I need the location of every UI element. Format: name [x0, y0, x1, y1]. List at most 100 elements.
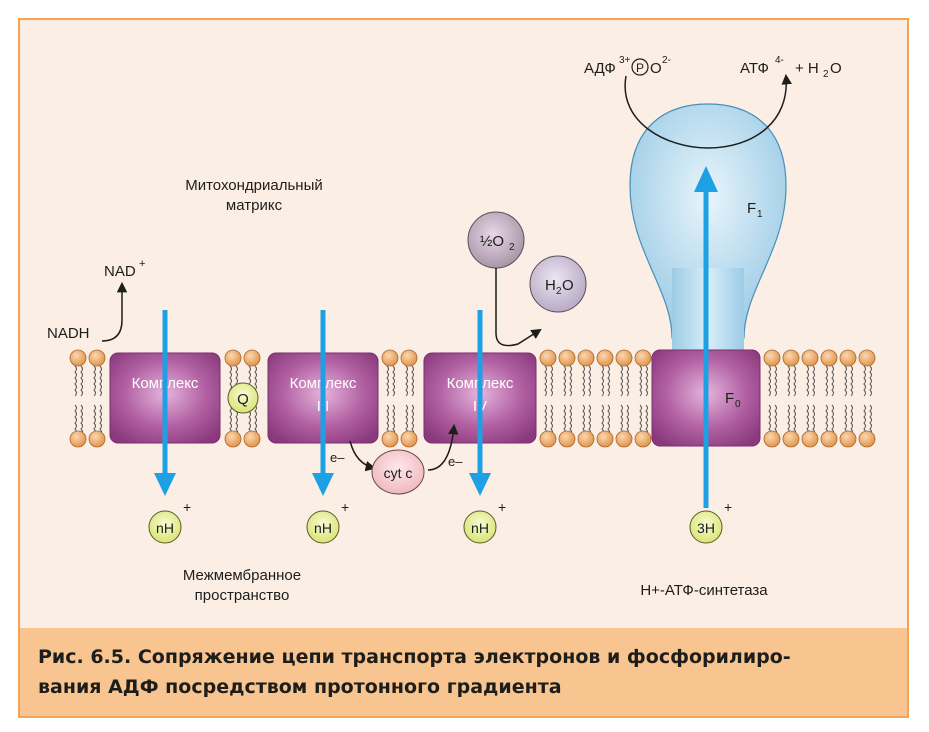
diagram: Митохондриальный матрикс Межмембранное п… — [47, 55, 876, 604]
proton-label-2: nH — [314, 520, 332, 536]
lipid-head — [69, 349, 87, 367]
proton-ball-synthase — [689, 510, 723, 544]
lipid-tail — [831, 365, 834, 436]
lipid-head — [243, 349, 261, 367]
proton-arrow-1 — [154, 310, 176, 496]
electron-path-1 — [349, 440, 377, 472]
lipid-head — [88, 430, 106, 448]
lipid-head — [858, 430, 876, 448]
lipid-head — [539, 430, 557, 448]
lipid-tail — [863, 365, 866, 436]
f1-label: F — [747, 200, 756, 217]
caption-line-1: Рис. 6.5. Сопряжение цепи транспорта эле… — [38, 646, 791, 668]
lipid-tail — [601, 365, 604, 436]
nad-charge: + — [139, 258, 145, 270]
lipid-head — [69, 430, 87, 448]
lipid-head — [224, 430, 242, 448]
lipid-tail — [569, 365, 572, 436]
figure-caption: Рис. 6.5. Сопряжение цепи транспорта эле… — [20, 628, 907, 716]
lipid-tail — [93, 365, 96, 436]
lipid-tail — [80, 365, 83, 436]
matrix-label-2: матрикс — [226, 197, 283, 214]
lipid-tail — [774, 365, 777, 436]
lipid-tail — [869, 365, 872, 436]
lipid-tail — [645, 365, 648, 436]
lipid-head — [88, 349, 106, 367]
lipid-tail — [582, 365, 585, 436]
atp-charge: 4- — [775, 55, 784, 66]
lipid-tail — [850, 365, 853, 436]
membrane-bilayer — [69, 349, 876, 448]
proton-ball-2 — [306, 510, 340, 544]
lipid-head — [381, 349, 399, 367]
lipid-head — [558, 430, 576, 448]
lipid-tail — [639, 365, 642, 436]
proton-label-3: nH — [471, 520, 489, 536]
lipid-tail — [825, 365, 828, 436]
proton-ball-3 — [463, 510, 497, 544]
lipid-head — [400, 349, 418, 367]
proton-charge-2: + — [341, 499, 349, 515]
lipid-tail — [74, 365, 77, 436]
lipid-tail — [793, 365, 796, 436]
matrix-label: Митохондриальный — [185, 177, 323, 194]
oxygen-arrow — [495, 268, 542, 347]
lipid-head — [596, 430, 614, 448]
proton-arrow-3 — [469, 310, 491, 496]
ubiquinone-q — [227, 382, 259, 414]
lipid-head — [577, 349, 595, 367]
lipid-tail — [620, 365, 623, 436]
cytc-label: cyt c — [384, 465, 413, 481]
nadh-arrow — [101, 281, 128, 342]
adp-label: АДФ — [584, 60, 616, 77]
lipid-head — [558, 349, 576, 367]
lipid-head — [801, 430, 819, 448]
lipid-tail — [386, 365, 389, 436]
half-o2-label: ½O — [480, 233, 504, 250]
intermembrane-label-2: пространство — [195, 587, 290, 604]
proton-charge-synthase: + — [724, 499, 732, 515]
lipid-tail — [806, 365, 809, 436]
lipid-head — [858, 349, 876, 367]
lipid-head — [381, 430, 399, 448]
phosphate-o: O — [650, 60, 662, 77]
lipid-head — [763, 349, 781, 367]
lipid-head — [782, 430, 800, 448]
lipid-tail — [768, 365, 771, 436]
intermembrane-label: Межмембранное — [183, 567, 301, 584]
proton-label-1: nH — [156, 520, 174, 536]
lipid-tail — [550, 365, 553, 436]
atp-label: АТФ — [740, 60, 769, 77]
half-o2-sub: 2 — [509, 242, 515, 253]
caption-line-2: вания АДФ посредством протонного градиен… — [38, 676, 562, 698]
lipid-head — [243, 430, 261, 448]
lipid-tail — [588, 365, 591, 436]
lipid-tail — [787, 365, 790, 436]
proton-charge-1: + — [183, 499, 191, 515]
lipid-head — [400, 430, 418, 448]
lipid-tail — [812, 365, 815, 436]
adp-charge: 3+ — [619, 55, 631, 66]
lipid-head — [634, 430, 652, 448]
lipid-tail — [844, 365, 847, 436]
cytochrome-c — [371, 449, 425, 495]
lipid-head — [615, 349, 633, 367]
proton-arrow-synthase — [694, 166, 718, 508]
electron-path-2 — [427, 423, 459, 471]
water-sub: 2 — [556, 286, 562, 297]
lipid-head — [634, 349, 652, 367]
water-o: O — [562, 277, 574, 294]
lipid-head — [801, 349, 819, 367]
atp-h2o-sub: 2 — [823, 69, 829, 80]
lipid-head — [577, 430, 595, 448]
atp-h2o-o: O — [830, 60, 842, 77]
lipid-head — [763, 430, 781, 448]
proton-arrow-2 — [312, 310, 334, 496]
f0-label: F — [725, 390, 734, 407]
lipid-head — [539, 349, 557, 367]
lipid-tail — [544, 365, 547, 436]
q-label: Q — [237, 391, 249, 408]
lipid-head — [224, 349, 242, 367]
phosphate-label: P — [636, 61, 644, 75]
lipid-tail — [392, 365, 395, 436]
